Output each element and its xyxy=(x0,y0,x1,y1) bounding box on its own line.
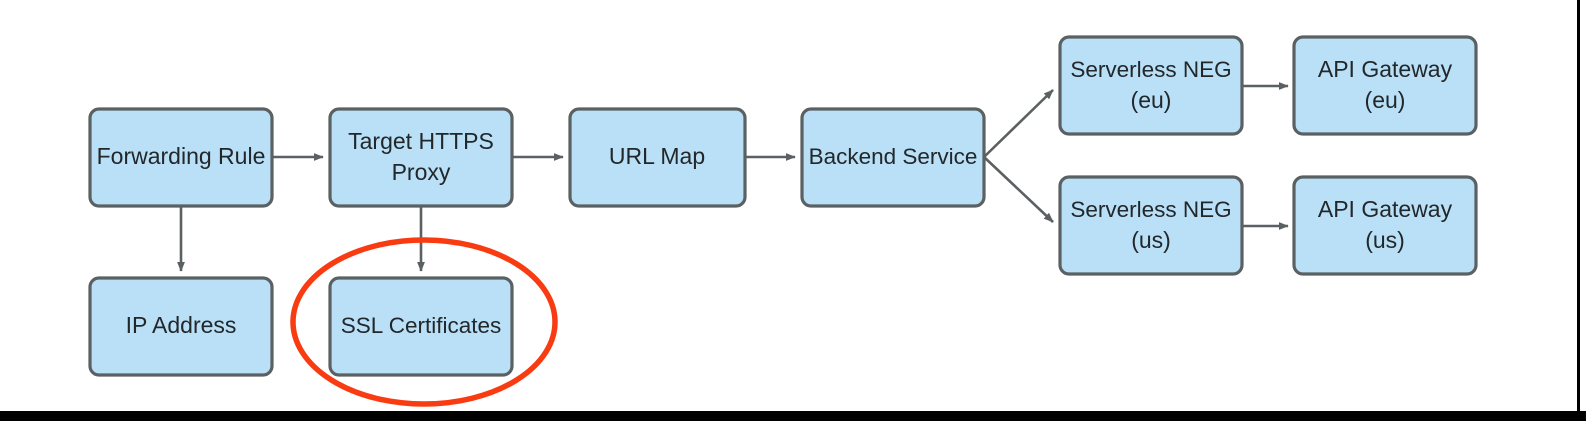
node-serverless-neg-eu-box[interactable] xyxy=(1058,35,1244,136)
node-forwarding-rule-label: Forwarding Rule xyxy=(97,143,266,169)
node-serverless-neg-us-label-line1: Serverless NEG xyxy=(1070,197,1231,222)
node-url-map-label: URL Map xyxy=(609,143,705,169)
ssl-certificates-highlight-ellipse xyxy=(290,237,558,407)
node-ip-address-box[interactable] xyxy=(88,276,274,377)
node-serverless-neg-eu[interactable]: Serverless NEG (eu) xyxy=(1058,35,1244,136)
node-ssl-certificates-box[interactable] xyxy=(328,276,514,377)
node-forwarding-rule-box[interactable] xyxy=(88,107,274,208)
node-api-gateway-eu-box[interactable] xyxy=(1292,35,1478,136)
frame-bottom-band xyxy=(0,411,1586,421)
node-target-https-proxy-label-line1: Target HTTPS xyxy=(348,128,494,154)
annotations-layer xyxy=(290,237,558,407)
node-api-gateway-us[interactable]: API Gateway (us) xyxy=(1292,175,1478,276)
node-serverless-neg-us-label-line2: (us) xyxy=(1131,227,1171,253)
node-api-gateway-us-label-line1: API Gateway xyxy=(1318,196,1453,222)
node-api-gateway-eu-label-line2: (eu) xyxy=(1365,87,1406,113)
node-backend-service-box[interactable] xyxy=(800,107,986,208)
node-target-https-proxy-box[interactable] xyxy=(328,107,514,208)
node-ssl-certificates[interactable]: SSL Certificates xyxy=(328,276,514,377)
node-api-gateway-us-box[interactable] xyxy=(1292,175,1478,276)
node-api-gateway-eu[interactable]: API Gateway (eu) xyxy=(1292,35,1478,136)
edge-backend-to-neg-us xyxy=(983,156,1054,223)
node-backend-service-label: Backend Service xyxy=(809,144,978,169)
node-target-https-proxy[interactable]: Target HTTPS Proxy xyxy=(328,107,514,208)
node-serverless-neg-us[interactable]: Serverless NEG (us) xyxy=(1058,175,1244,276)
node-serverless-neg-eu-label-line2: (eu) xyxy=(1131,87,1172,113)
edge-backend-to-neg-eu xyxy=(983,89,1054,158)
node-ip-address-label: IP Address xyxy=(126,312,237,338)
node-ip-address[interactable]: IP Address xyxy=(88,276,274,377)
node-serverless-neg-us-box[interactable] xyxy=(1058,175,1244,276)
node-forwarding-rule[interactable]: Forwarding Rule xyxy=(88,107,274,208)
node-url-map[interactable]: URL Map xyxy=(568,107,747,208)
nodes-layer: Forwarding Rule Target HTTPS Proxy URL M… xyxy=(88,35,1478,377)
node-target-https-proxy-label-line2: Proxy xyxy=(392,159,451,185)
node-ssl-certificates-label: SSL Certificates xyxy=(341,313,501,338)
node-backend-service[interactable]: Backend Service xyxy=(800,107,986,208)
node-serverless-neg-eu-label-line1: Serverless NEG xyxy=(1070,57,1231,82)
node-api-gateway-eu-label-line1: API Gateway xyxy=(1318,56,1453,82)
node-url-map-box[interactable] xyxy=(568,107,747,208)
node-api-gateway-us-label-line2: (us) xyxy=(1365,227,1405,253)
